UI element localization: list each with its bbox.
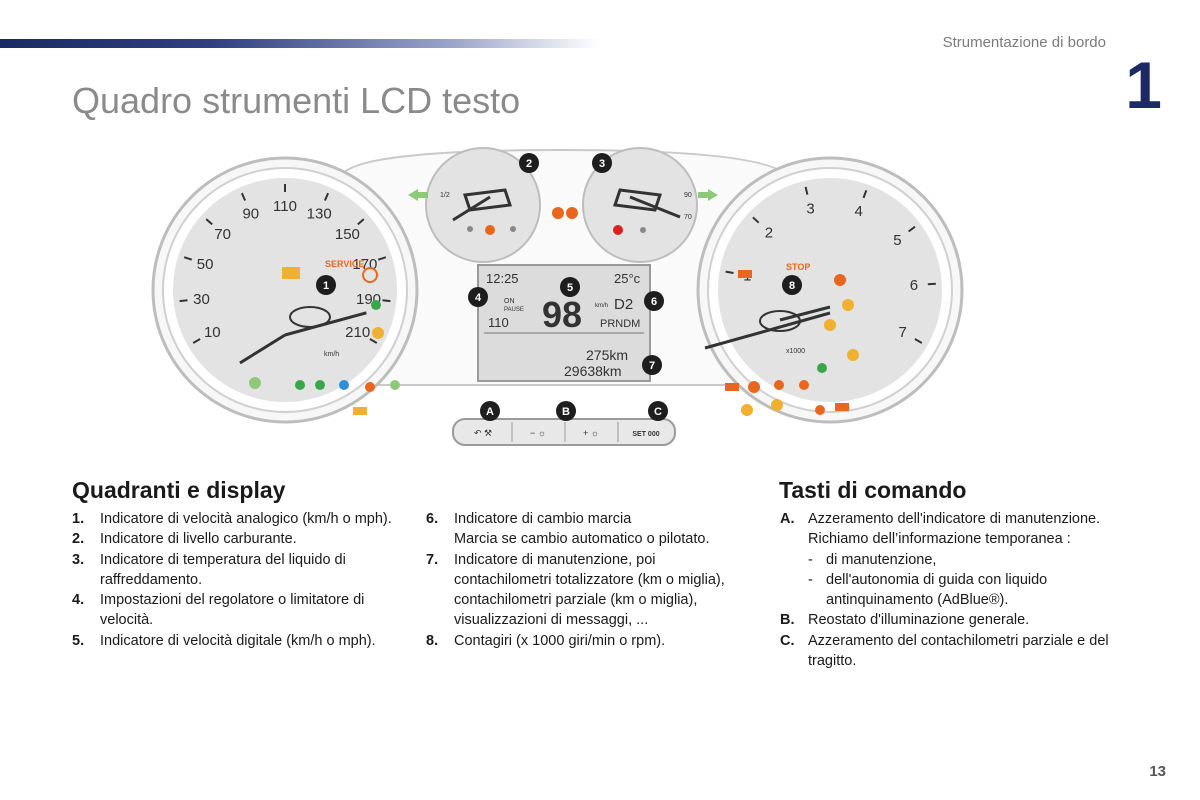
speedo-tick-label: 50 [197, 256, 214, 273]
sub-item: -dell'autonomia di guida con liquido ant… [808, 571, 1048, 609]
lcd-set-speed: 110 [488, 315, 509, 330]
lcd-speed-unit: km/h [595, 303, 608, 309]
callout-5: 5 [567, 282, 573, 294]
list-item: C.Azzeramento del contachilometri parzia… [780, 632, 1109, 670]
speedo-tick-label: 130 [307, 205, 332, 222]
list-item: 4.Impostazioni del regolatore o limitato… [72, 592, 365, 629]
service-label: SERVICE [325, 259, 364, 269]
speedo-tick-label-tick [369, 338, 378, 344]
lcd-display: 12:25 25°c ON PAUSE 110 98 km/h D2 PRNDM… [468, 264, 664, 382]
lcd-limiter-on: ON [504, 298, 515, 305]
callout-3: 3 [599, 158, 605, 170]
button-c-glyph[interactable]: SET 000 [632, 431, 659, 438]
callout-8: 8 [789, 280, 795, 292]
speedo-tick-label: 90 [242, 205, 259, 222]
speedo-tick-label-tick [183, 256, 193, 261]
tachometer: 1234567 STOP x1000 8 [696, 156, 964, 424]
button-a-glyph[interactable]: ↶ ⚒ [474, 428, 492, 438]
callout-2: 2 [526, 158, 532, 170]
speedo-tick-label: 70 [214, 226, 231, 243]
chapter-number: 1 [1125, 48, 1162, 122]
speedo-tick-label: 110 [273, 198, 297, 215]
tacho-tick-label: 2 [765, 224, 773, 241]
speedo-tick-label-tick [192, 338, 201, 344]
button-dim-glyph[interactable]: − ☼ [530, 428, 546, 438]
speedo-tick-label-tick [357, 218, 365, 226]
list-item: 3.Indicatore di temperatura del liquido … [72, 551, 346, 588]
callout-b: B [562, 406, 570, 418]
tacho-tick-label-tick [862, 190, 868, 199]
speedo-tick-label: 150 [335, 226, 360, 243]
callout-c: C [654, 406, 662, 418]
list-item: B.Reostato d'illuminazione generale. [780, 612, 1030, 629]
speedo-tick-label-tick [179, 299, 188, 303]
temp-90-label: 90 [684, 192, 692, 199]
section-heading-controls: Tasti di comando [779, 477, 967, 503]
list-item: 1.Indicatore di velocità analogico (km/h… [72, 511, 392, 527]
temp-70-label: 70 [684, 214, 692, 221]
sub-item: -di manutenzione, [808, 551, 937, 568]
tacho-tick-label: 4 [855, 203, 863, 220]
controls-list: A.Azzeramento dell'indicatore di manuten… [780, 509, 1115, 671]
button-bright-glyph[interactable]: + ☼ [583, 428, 599, 438]
tacho-tick-label-tick [914, 338, 923, 344]
callout-1: 1 [323, 280, 329, 292]
list-item: 8.Contagiri (x 1000 giri/min o rpm). [426, 632, 666, 649]
header-accent-bar [0, 39, 600, 48]
fuel-gauge: 1/2 2 [425, 147, 541, 263]
speedo-tick-label: 210 [345, 324, 370, 341]
speedo-unit: km/h [324, 351, 339, 358]
tacho-tick-label-tick [804, 186, 809, 195]
list-item: 5.Indicatore di velocità digitale (km/h … [72, 632, 376, 649]
lcd-limiter-pause: PAUSE [504, 307, 524, 313]
speedo-tick-label-tick [240, 192, 247, 201]
stop-label: STOP [786, 262, 810, 272]
callout-a: A [486, 406, 494, 418]
page-number: 13 [1149, 763, 1166, 780]
tacho-tick-label-tick [725, 270, 734, 274]
section-heading-dials: Quadranti e display [72, 477, 286, 503]
lcd-time: 12:25 [486, 271, 519, 286]
speedo-tick-label: 10 [204, 324, 221, 341]
dials-list: 1.Indicatore di velocità analogico (km/h… [72, 509, 392, 651]
tacho-tick-label: 3 [806, 200, 814, 217]
callout-7: 7 [649, 360, 655, 372]
tacho-tick-label-tick [907, 225, 916, 233]
speedo-tick-label: 30 [193, 291, 210, 308]
speedo-tick-label-tick [377, 256, 387, 261]
fuel-half-label: 1/2 [440, 192, 450, 199]
tacho-tick-label-tick [927, 282, 936, 286]
list-item: 2.Indicatore di livello carburante. [72, 531, 297, 548]
temp-gauge: 90 70 3 [582, 147, 698, 263]
callout-6: 6 [651, 296, 657, 308]
speedo-tick-label-tick [323, 192, 330, 201]
tacho-tick-label: 6 [910, 277, 918, 294]
speedo-tick-label-tick [205, 218, 213, 226]
tacho-tick-label: 5 [893, 232, 901, 249]
tacho-tick-label: 7 [899, 324, 907, 341]
lcd-temp: 25°c [614, 271, 641, 286]
lcd-range: 275km [586, 347, 628, 363]
page-title: Quadro strumenti LCD testo [72, 80, 521, 121]
lcd-gear-selector: PRNDM [600, 318, 640, 330]
lcd-speed: 98 [542, 294, 582, 335]
section-name: Strumentazione di bordo [942, 34, 1106, 51]
list-item: 7.Indicatore di manutenzione, poi contac… [426, 551, 725, 629]
tacho-unit: x1000 [786, 348, 805, 355]
callout-4: 4 [475, 292, 482, 304]
lcd-odometer: 29638km [564, 363, 622, 379]
lcd-gear: D2 [614, 296, 633, 313]
speedo-tick-label-tick [382, 299, 391, 303]
tacho-tick-label-tick [752, 216, 760, 224]
list-item: A.Azzeramento dell'indicatore di manuten… [780, 509, 1115, 610]
control-buttons: ↶ ⚒ − ☼ + ☼ SET 000 A B C [452, 401, 676, 446]
